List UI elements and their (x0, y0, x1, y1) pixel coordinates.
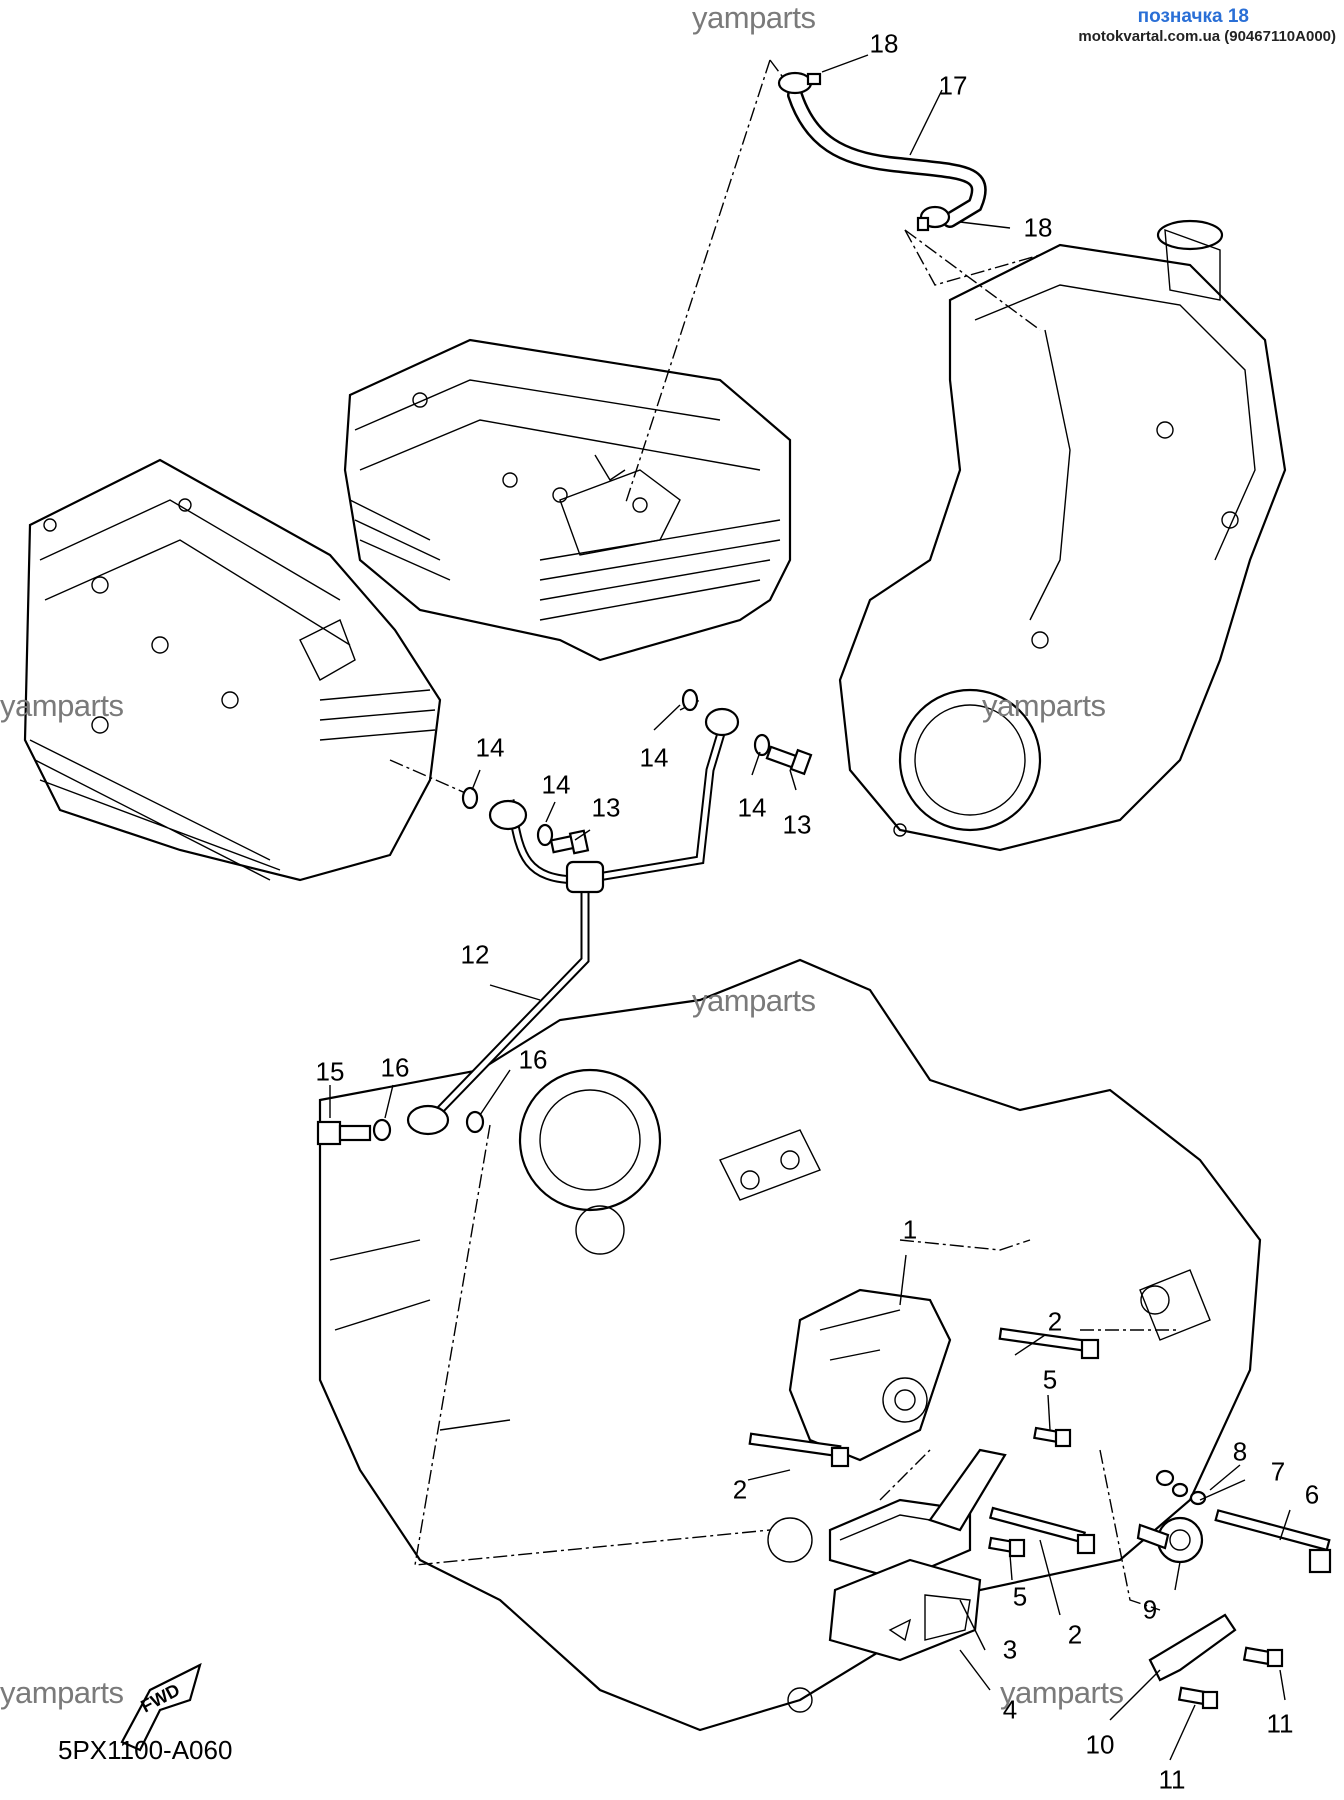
callout-6: 6 (1304, 1479, 1320, 1510)
callout-5: 5 (1012, 1581, 1028, 1612)
oil-strainer-gasket (828, 1558, 982, 1662)
pump-bracket (928, 1448, 1007, 1532)
callout-3: 3 (1002, 1634, 1018, 1665)
callout-18: 18 (869, 28, 899, 59)
callout-5: 5 (1042, 1364, 1058, 1395)
callout-14: 14 (639, 742, 669, 773)
callout-2: 2 (1067, 1619, 1083, 1650)
cover-screws (1177, 1646, 1284, 1710)
source-reference: motokvartal.com.ua (90467110A000) (1078, 28, 1336, 45)
diagram-code: 5PX1100-A060 (58, 1735, 233, 1765)
callout-12: 12 (460, 939, 490, 970)
breather-hose (787, 87, 987, 228)
watermark: yamparts (692, 983, 816, 1018)
callout-7: 7 (1270, 1456, 1286, 1487)
callout-15: 15 (315, 1056, 345, 1087)
right-crankcase-cover-outline (838, 219, 1287, 852)
union-bolt-15 (316, 1120, 372, 1146)
copper-washers (372, 688, 771, 1142)
watermark: yamparts (692, 0, 816, 35)
callout-14: 14 (737, 792, 767, 823)
callout-9: 9 (1142, 1594, 1158, 1625)
callout-16: 16 (518, 1044, 548, 1075)
drive-gear (1136, 1516, 1204, 1564)
union-bolt-13-right (765, 745, 813, 776)
callout-11: 11 (1158, 1764, 1186, 1795)
callout-8: 8 (1232, 1436, 1248, 1467)
hose-clamp-lower (916, 205, 951, 232)
callout-13: 13 (782, 809, 812, 840)
pump-bolts (748, 1327, 1100, 1558)
page-title: позначка 18 (1137, 6, 1249, 27)
watermark: yamparts (0, 688, 124, 723)
fwd-arrow-icon (120, 1662, 202, 1752)
oil-delivery-pipe (406, 707, 740, 1136)
callout-14: 14 (541, 769, 571, 800)
oil-pump-assembly (788, 1288, 952, 1462)
callout-16: 16 (380, 1052, 410, 1083)
callout-17: 17 (938, 70, 968, 101)
callout-1: 1 (902, 1214, 918, 1245)
callout-4: 4 (1002, 1694, 1018, 1725)
callout-leaders (329, 54, 1291, 1761)
small-orings (1155, 1469, 1207, 1506)
hose-clamp-upper (777, 71, 822, 95)
callout-13: 13 (591, 792, 621, 823)
rear-cylinder-head-outline (343, 338, 792, 662)
watermark: yamparts (1000, 1675, 1124, 1710)
callout-11: 11 (1266, 1708, 1294, 1739)
watermark: yamparts (982, 688, 1106, 723)
callout-2: 2 (1047, 1306, 1063, 1337)
gear-cover-plate (1148, 1613, 1237, 1682)
callout-10: 10 (1085, 1729, 1115, 1760)
watermark: yamparts (0, 1675, 124, 1710)
front-cylinder-head-outline (23, 458, 442, 882)
callout-14: 14 (475, 732, 505, 763)
lower-crankcase-outline (318, 958, 1262, 1732)
union-bolt-13-left (549, 829, 590, 855)
pump-shaft-bolt (1214, 1509, 1332, 1574)
callout-2: 2 (732, 1474, 748, 1505)
callout-18: 18 (1023, 212, 1053, 243)
